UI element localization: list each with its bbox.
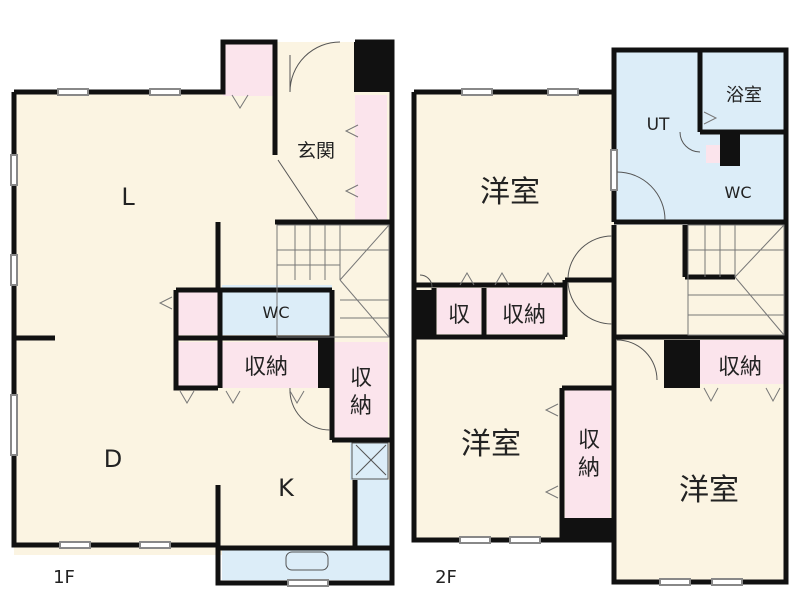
floor2-storage-c-label: 収納 [718, 355, 762, 380]
floor1-porch [275, 42, 355, 96]
floor-2: 洋室 UT 浴室 WC 収 収納 洋室 収 納 収納 洋室 2F [411, 47, 789, 588]
floor2-storage-a-area [487, 288, 562, 334]
floor2-storage-small-label: 収 [448, 303, 470, 328]
floor2-storage-small-area [437, 288, 481, 334]
floor1-storage-b-label-1: 収 [350, 366, 372, 391]
floor1-storage-b-area [334, 342, 388, 438]
floor2-door-marks [459, 111, 781, 499]
floor2-storage-b-label-1: 収 [578, 428, 600, 453]
floor1-entrance-label: 玄関 [297, 140, 335, 162]
floor1-wall-block [318, 340, 332, 388]
floor1-storage-b-label-2: 納 [350, 394, 372, 419]
floor2-ut-label: UT [647, 115, 670, 135]
floor1-living-label: L [121, 183, 135, 211]
floor1-windows [10, 88, 329, 587]
floor1-label: 1F [53, 567, 75, 588]
floor2-storage-a-label: 収納 [502, 303, 546, 328]
floor1-pillar [354, 42, 392, 92]
floor1-storage-small-2 [176, 342, 220, 388]
floor1-shoe-storage [355, 95, 387, 220]
floor2-pillar-3 [562, 518, 614, 540]
floor1-pantry [350, 442, 388, 480]
floor2-storage-b-label-2: 納 [578, 456, 600, 481]
floor2-bath-label: 浴室 [726, 85, 762, 106]
floor2-pillar-1 [414, 290, 434, 337]
floor2-windows [459, 88, 743, 586]
floor1-porch-storage [223, 42, 275, 96]
floor1-stairs [276, 224, 390, 338]
floor2-storage-c-area [700, 340, 786, 384]
floor2-label: 2F [435, 567, 457, 588]
floor2-area-right [614, 225, 786, 580]
floor1-storage-a-area [222, 342, 332, 388]
floor2-doors [419, 131, 701, 381]
floor1-storage-small-1 [176, 290, 220, 335]
floor2-pillar-2 [664, 340, 700, 388]
floor2-western-1-label: 洋室 [480, 175, 540, 210]
floor2-western-3-label: 洋室 [679, 473, 739, 508]
floor1-kitchen-side [355, 480, 390, 555]
floor2-western-2-label: 洋室 [461, 427, 521, 462]
floor-1: L 玄関 WC 収納 収 納 D K 1F [10, 39, 395, 588]
floor1-dining-label: D [104, 445, 122, 473]
floor2-storage-b-area [565, 390, 610, 518]
floor2-pillar-4 [720, 132, 740, 166]
floor2-stairs [687, 224, 785, 336]
floor1-storage-a-label: 収納 [244, 355, 288, 380]
floor1-door-marks [158, 94, 359, 404]
floor2-small-box [706, 145, 720, 163]
floor1-kitchen-label: K [278, 474, 295, 502]
floor1-doors [277, 41, 389, 571]
floor2-wc-label: WC [725, 183, 752, 202]
floor1-wc-label: WC [263, 303, 290, 322]
